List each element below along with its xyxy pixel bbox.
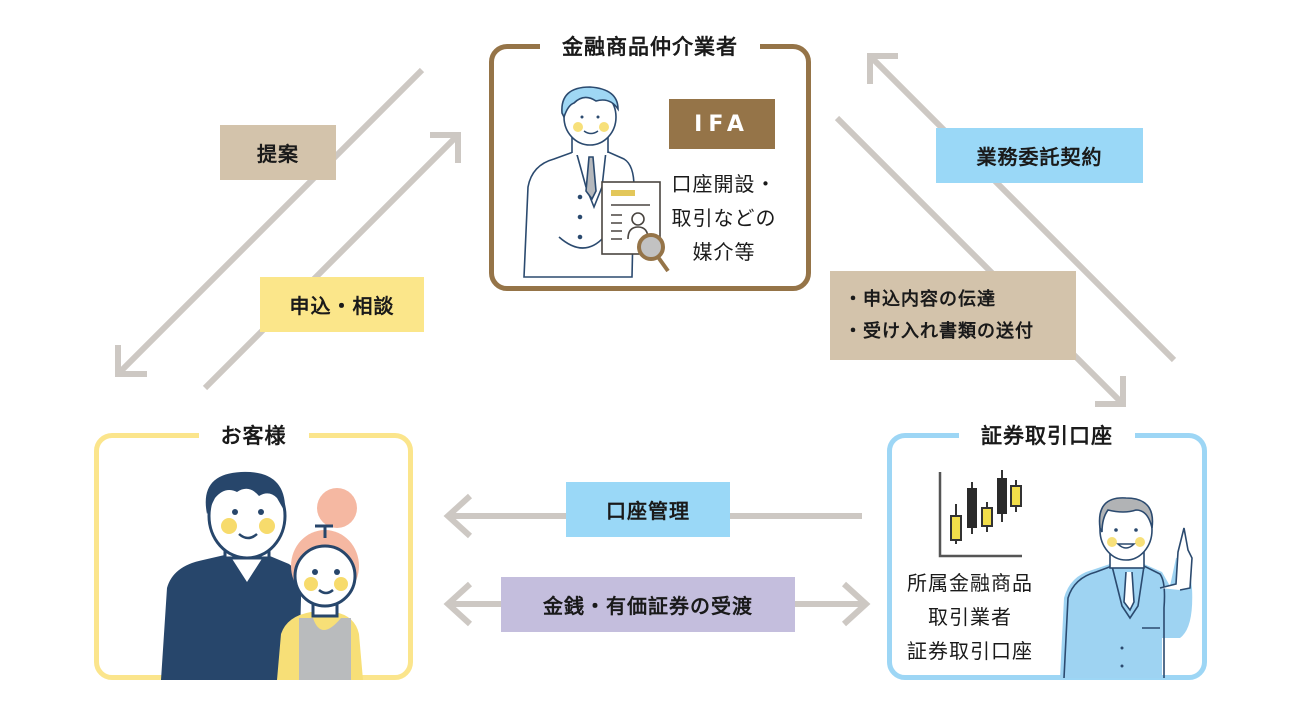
securities-description-line: 証券取引口座 [907,639,1033,663]
application-label: 申込・相談 [260,277,424,332]
account-management-label: 口座管理 [566,482,730,537]
intermediary-node: 金融商品仲介業者 [489,31,811,291]
securities-description: 所属金融商品 取引業者 証券取引口座 [900,566,1040,668]
intermediary-description: 口座開設・ 取引などの 媒介等 [659,167,789,269]
customers-illustration [161,471,363,680]
intermediary-description-line: 媒介等 [692,240,756,264]
arrow-proposal [115,67,425,377]
securities-node: 証券取引口座 所属金融商品 取引業者 証券取引口座 [887,420,1207,680]
transmission-line: ・受け入れ書類の送付 [844,320,1034,342]
woman-figure [277,488,363,680]
customer-node: お客様 [94,420,413,680]
securities-description-line: 取引業者 [928,605,1012,629]
candlestick-chart-icon [938,470,1022,558]
arrow-application [202,132,461,391]
man-figure [161,471,301,680]
proposal-label: 提案 [220,125,336,180]
securities-title: 証券取引口座 [959,420,1135,450]
magnifier-icon [637,233,670,273]
settlement-label: 金銭・有価証券の受渡 [501,577,795,632]
arrow-outsourcing [867,53,1177,363]
intermediary-title: 金融商品仲介業者 [540,31,760,61]
outsourcing-label: 業務委託契約 [936,128,1143,183]
ifa-badge: IFA [669,99,775,149]
advisor-illustration [523,86,670,278]
customer-title: お客様 [198,420,309,450]
staff-illustration [1060,497,1193,679]
intermediary-description-line: 取引などの [671,206,777,230]
transmission-line: ・申込内容の伝達 [844,288,996,310]
securities-description-line: 所属金融商品 [907,571,1033,595]
transmission-label: ・申込内容の伝達 ・受け入れ書類の送付 [830,271,1076,360]
intermediary-description-line: 口座開設・ [671,172,777,196]
